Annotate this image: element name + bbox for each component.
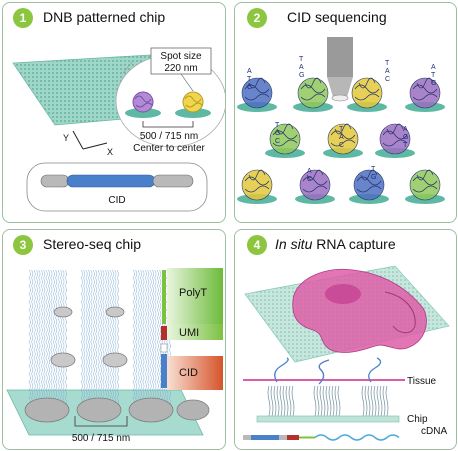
dnb-array bbox=[237, 77, 445, 204]
svg-text:G: G bbox=[431, 80, 436, 87]
cdna-label: cDNA bbox=[421, 426, 447, 437]
svg-text:A: A bbox=[339, 134, 344, 141]
umi-label: UMI bbox=[179, 327, 199, 339]
svg-text:T: T bbox=[431, 72, 436, 79]
svg-text:A: A bbox=[385, 68, 390, 75]
svg-text:A: A bbox=[403, 126, 408, 133]
spot-pad bbox=[175, 108, 211, 118]
spot-pads bbox=[24, 306, 210, 423]
svg-text:T: T bbox=[339, 126, 344, 133]
cid-label: CID bbox=[179, 367, 198, 379]
step-badge: 1 bbox=[13, 8, 33, 28]
svg-text:G: G bbox=[371, 174, 376, 181]
dnb-yellow bbox=[182, 91, 204, 113]
svg-text:T: T bbox=[385, 60, 390, 67]
svg-text:T: T bbox=[247, 76, 252, 83]
tissue-label: Tissue bbox=[407, 376, 437, 387]
svg-text:T: T bbox=[299, 56, 304, 63]
panel-title: Stereo-seq chip bbox=[43, 236, 142, 252]
cdna-strand bbox=[314, 434, 400, 441]
svg-text:G: G bbox=[403, 134, 408, 141]
panel-in-situ-rna-capture: 4 In situ RNA capture Tissue Chip bbox=[234, 229, 457, 450]
panel-title: In situ RNA capture bbox=[275, 236, 396, 252]
title-italic: In situ bbox=[275, 236, 313, 252]
rna-capture-illustration: Tissue Chip cDNA bbox=[243, 265, 450, 441]
axis-y-label: Y bbox=[63, 133, 69, 143]
panel-header: 2 CID sequencing bbox=[235, 3, 456, 33]
svg-text:A: A bbox=[431, 64, 436, 71]
svg-text:A: A bbox=[299, 64, 304, 71]
dnb-chip-illustration: Spot size 220 nm 500 / 715 nm Center to … bbox=[12, 47, 225, 212]
cid-band bbox=[167, 356, 223, 390]
cid-label: CID bbox=[108, 195, 125, 206]
svg-text:C: C bbox=[247, 84, 252, 91]
svg-text:C: C bbox=[275, 138, 280, 145]
panel-title: CID sequencing bbox=[287, 9, 387, 25]
panel-stereo-seq-chip: 3 Stereo-seq chip bbox=[2, 229, 226, 450]
panel-dnb-patterned-chip: 1 DNB patterned chip Spot size 2 bbox=[2, 2, 226, 223]
svg-text:G: G bbox=[275, 130, 280, 137]
svg-text:G: G bbox=[299, 72, 304, 79]
chip-label: Chip bbox=[407, 414, 428, 425]
panel-header: 1 DNB patterned chip bbox=[3, 3, 225, 33]
panel-header: 3 Stereo-seq chip bbox=[3, 230, 225, 260]
svg-text:C: C bbox=[385, 76, 390, 83]
pitch-caption: Center to center bbox=[133, 143, 205, 154]
probe-columns bbox=[28, 269, 171, 407]
tissue-section bbox=[292, 268, 427, 353]
capture-probes bbox=[267, 385, 389, 417]
polyt-label: PolyT bbox=[179, 287, 207, 299]
objective-lens-icon bbox=[327, 37, 353, 102]
spot-size-label: Spot size bbox=[160, 51, 202, 62]
spot-size-box bbox=[150, 47, 212, 75]
svg-text:A: A bbox=[307, 168, 312, 175]
step-badge: 4 bbox=[247, 235, 267, 255]
stereo-seq-illustration: PolyT UMI CID 500 / 715 nm bbox=[6, 268, 223, 444]
dnb-purple bbox=[132, 91, 154, 113]
mrna-strands bbox=[274, 357, 382, 385]
pitch-label: 500 / 715 nm bbox=[72, 433, 130, 444]
step-badge: 2 bbox=[247, 8, 267, 28]
cid-segment bbox=[66, 174, 156, 188]
spot-pad bbox=[125, 108, 161, 118]
chip-layer bbox=[256, 415, 400, 423]
panel-header: 4 In situ RNA capture bbox=[235, 230, 456, 260]
cid-sequencing-illustration: ATC TAG TAC ATG TGC TAC AGT AC TG bbox=[237, 37, 445, 204]
step-badge: 3 bbox=[13, 235, 33, 255]
svg-text:C: C bbox=[307, 176, 312, 183]
panel-title: DNB patterned chip bbox=[43, 9, 166, 25]
axis-x-label: X bbox=[107, 147, 113, 157]
svg-text:T: T bbox=[275, 122, 280, 129]
svg-text:T: T bbox=[403, 142, 408, 149]
title-rest: RNA capture bbox=[312, 236, 396, 252]
umi-band bbox=[167, 324, 223, 340]
svg-text:T: T bbox=[371, 166, 376, 173]
pitch-label: 500 / 715 nm bbox=[140, 131, 198, 142]
svg-text:C: C bbox=[339, 142, 344, 149]
base-letters: ATC TAG TAC ATG TGC TAC AGT AC TG bbox=[247, 56, 436, 183]
polyt-band bbox=[167, 268, 223, 324]
svg-text:A: A bbox=[247, 68, 252, 75]
spot-size-value: 220 nm bbox=[164, 63, 197, 74]
